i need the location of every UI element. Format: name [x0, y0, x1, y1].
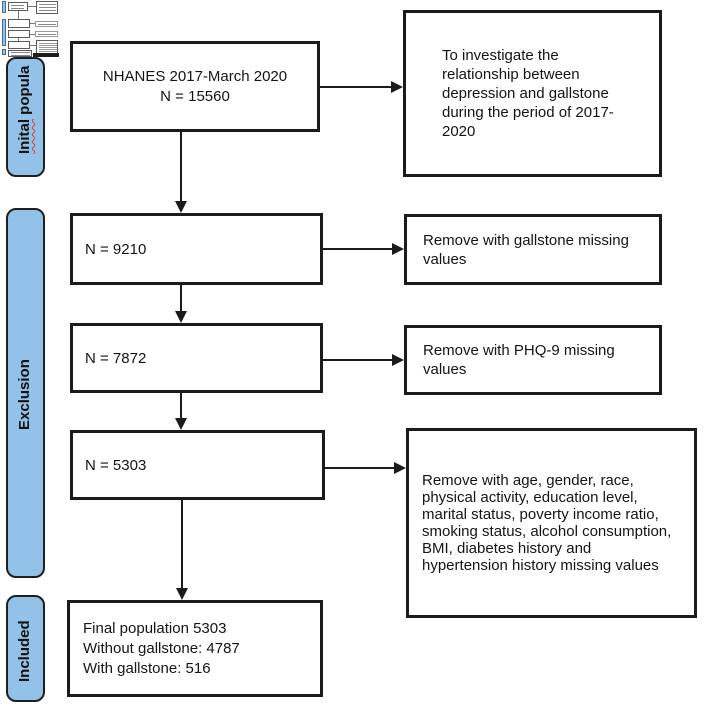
stage-label-text: Included [16, 620, 33, 682]
thumbnail-text-lines [39, 4, 56, 13]
step1-count-text: N = 9210 [85, 240, 147, 258]
arrow-right-step2-to-reason [323, 354, 404, 366]
step2-count-box: N = 7872 [70, 323, 323, 393]
arrow-right-initial-to-objective [320, 81, 403, 93]
arrow-down-step2-to-step3 [175, 393, 187, 430]
thumbnail-dark-bar [33, 53, 59, 57]
step2-reason-text: Remove with PHQ-9 missing values [423, 342, 615, 378]
stage-label-text: Exclusion [16, 359, 33, 430]
stage-label-rest: popula [16, 65, 33, 119]
thumbnail-box [8, 19, 30, 28]
thumbnail-connector [30, 34, 35, 35]
thumbnail-box [8, 41, 30, 49]
final-population-box: Final population 5303 Without gallstone:… [67, 600, 323, 697]
thumbnail-box [35, 21, 58, 27]
thumbnail-text-lines [39, 43, 57, 53]
thumbnail-box [8, 30, 30, 38]
step3-reason-box: Remove with age, gender, race, physical … [406, 428, 697, 618]
objective-box: To investigate the relationship between … [403, 10, 662, 177]
thumbnail-connector [30, 23, 35, 24]
step1-reason-text: Remove with gallstone missing values [423, 231, 629, 268]
final-population-text: Final population 5303 Without gallstone:… [83, 619, 240, 677]
stage-label-initial-population: Inital popula [6, 57, 45, 177]
step2-reason-box: Remove with PHQ-9 missing values [404, 325, 662, 395]
initial-population-box: NHANES 2017-March 2020 N = 15560 [70, 41, 320, 132]
thumbnail-text-lines [11, 52, 30, 57]
thumbnail-box [8, 50, 32, 57]
step1-count-box: N = 9210 [70, 213, 323, 285]
step3-count-text: N = 5303 [85, 456, 147, 474]
step3-count-box: N = 5303 [70, 430, 325, 500]
thumbnail-text-lines [11, 5, 24, 10]
thumbnail-box [35, 31, 58, 37]
arrow-down-step3-to-final [176, 500, 188, 600]
thumbnail-connector [30, 45, 36, 46]
page-thumbnail[interactable] [0, 0, 62, 57]
objective-text: To investigate the relationship between … [442, 47, 614, 140]
thumbnail-box [8, 2, 28, 11]
thumbnail-stage-bar [2, 19, 6, 46]
stage-label-included: Included [6, 595, 45, 702]
thumbnail-text-lines [38, 34, 56, 36]
arrow-right-step1-to-reason [323, 243, 404, 255]
step1-reason-box: Remove with gallstone missing values [404, 214, 662, 285]
thumbnail-stage-bar [2, 49, 6, 55]
arrow-down-initial-to-step1 [175, 132, 187, 213]
initial-population-text: NHANES 2017-March 2020 N = 15560 [102, 67, 288, 105]
step2-count-text: N = 7872 [85, 349, 147, 367]
thumbnail-stage-bar [2, 1, 6, 13]
arrow-right-step3-to-reason [325, 462, 406, 474]
thumbnail-text-lines [38, 24, 56, 26]
thumbnail-connector [18, 11, 19, 19]
stage-label-text: Inital popula [16, 66, 34, 154]
arrow-down-step1-to-step2 [175, 285, 187, 323]
step3-reason-text: Remove with age, gender, race, physical … [422, 472, 672, 574]
thumbnail-box [36, 1, 58, 14]
thumbnail-connector [28, 6, 36, 7]
misspelled-word: Inital [16, 118, 33, 154]
stage-label-exclusion: Exclusion [6, 208, 45, 578]
thumbnail-connector [18, 38, 19, 41]
